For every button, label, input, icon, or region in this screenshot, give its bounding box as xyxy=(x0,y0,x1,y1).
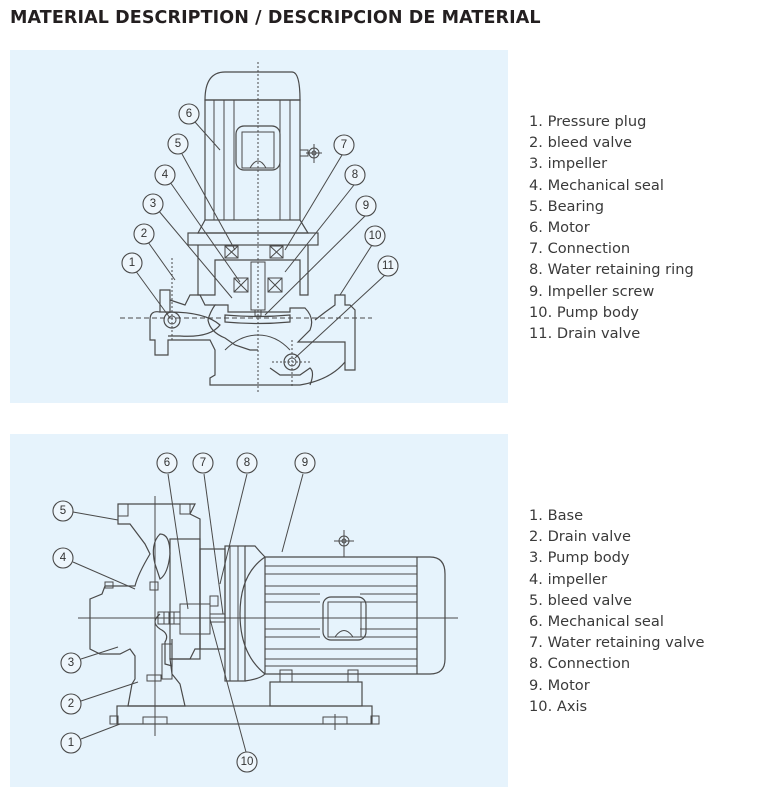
svg-text:2: 2 xyxy=(141,228,147,240)
callout-9: 9 xyxy=(294,452,316,474)
motor-icon xyxy=(196,71,322,234)
legend-item: 10. Axis xyxy=(529,697,588,715)
legend-item: 8. Connection xyxy=(529,655,631,673)
legend-item: 5. Bearing xyxy=(529,197,605,215)
svg-text:6: 6 xyxy=(186,108,192,120)
legend-item: 9. Motor xyxy=(529,676,590,694)
bearing-housing-icon xyxy=(187,232,319,317)
callout-9: 9 xyxy=(355,195,377,217)
svg-text:3: 3 xyxy=(150,198,156,210)
callout-10: 10 xyxy=(236,751,258,773)
svg-text:2: 2 xyxy=(68,698,74,710)
svg-text:1: 1 xyxy=(129,257,135,269)
legend-item: 6. Mechanical seal xyxy=(529,613,664,631)
svg-text:4: 4 xyxy=(60,552,67,564)
legend-item: 6. Motor xyxy=(529,219,590,237)
vertical-pump-drawing: 1 2 3 4 5 6 7 8 9 10 11 xyxy=(120,62,399,392)
legend-item: 9. Impeller screw xyxy=(529,282,655,300)
callout-2: 2 xyxy=(133,223,155,245)
callout-8: 8 xyxy=(344,164,366,186)
callout-1: 1 xyxy=(60,732,82,754)
legend-item: 5. bleed valve xyxy=(529,591,632,609)
svg-text:8: 8 xyxy=(352,169,358,181)
svg-text:9: 9 xyxy=(302,457,308,469)
callout-10: 10 xyxy=(364,225,386,247)
callout-leaders xyxy=(134,121,386,359)
callout-1: 1 xyxy=(121,252,143,274)
callout-4: 4 xyxy=(154,164,176,186)
svg-text:1: 1 xyxy=(68,737,74,749)
svg-text:10: 10 xyxy=(369,230,382,242)
svg-text:7: 7 xyxy=(341,139,347,151)
legend-item: 3. impeller xyxy=(529,155,608,173)
pump-casing-icon xyxy=(89,503,226,707)
callout-2: 2 xyxy=(60,693,82,715)
svg-text:11: 11 xyxy=(382,260,394,272)
base-icon xyxy=(109,669,380,730)
callout-5: 5 xyxy=(167,133,189,155)
svg-text:6: 6 xyxy=(164,457,170,469)
horizontal-pump-drawing: 1 2 3 4 5 6 7 8 9 10 xyxy=(52,452,458,773)
callout-6: 6 xyxy=(156,452,178,474)
svg-text:5: 5 xyxy=(60,505,66,517)
callout-11: 11 xyxy=(377,255,399,277)
callout-4: 4 xyxy=(52,547,74,569)
svg-text:5: 5 xyxy=(175,138,181,150)
pump-body-icon xyxy=(149,258,356,388)
legend-item: 11. Drain valve xyxy=(529,325,641,343)
legend-item: 2. Drain valve xyxy=(529,528,631,546)
legend-item: 4. impeller xyxy=(529,570,608,588)
callout-3: 3 xyxy=(142,193,164,215)
legend-item: 10. Pump body xyxy=(529,303,639,321)
vertical-pump-diagram-panel: 1 2 3 4 5 6 7 8 9 10 11 xyxy=(10,50,508,403)
legend-item: 7. Connection xyxy=(529,240,631,258)
horizontal-pump-diagram-panel: 1 2 3 4 5 6 7 8 9 10 xyxy=(10,434,508,787)
svg-text:9: 9 xyxy=(363,200,369,212)
svg-text:3: 3 xyxy=(68,657,74,669)
horizontal-pump-legend: 1. Base 2. Drain valve 3. Pump body 4. i… xyxy=(529,505,704,717)
legend-item: 1. Base xyxy=(529,507,584,524)
vertical-pump-legend: 1. Pressure plug 2. bleed valve 3. impel… xyxy=(529,111,694,344)
legend-item: 3. Pump body xyxy=(529,549,630,567)
callout-7: 7 xyxy=(192,452,214,474)
motor-icon xyxy=(224,530,446,682)
page-title: MATERIAL DESCRIPTION / DESCRIPCION DE MA… xyxy=(10,8,541,28)
callout-7: 7 xyxy=(333,134,355,156)
svg-text:4: 4 xyxy=(162,169,169,181)
callout-5: 5 xyxy=(52,500,74,522)
legend-item: 1. Pressure plug xyxy=(529,113,647,130)
legend-item: 8. Water retaining ring xyxy=(529,261,694,279)
svg-text:8: 8 xyxy=(244,457,250,469)
svg-text:7: 7 xyxy=(200,457,206,469)
legend-item: 4. Mechanical seal xyxy=(529,176,664,194)
callout-6: 6 xyxy=(178,103,200,125)
legend-item: 7. Water retaining valve xyxy=(529,634,705,652)
callout-3: 3 xyxy=(60,652,82,674)
legend-item: 2. bleed valve xyxy=(529,134,632,152)
callout-8: 8 xyxy=(236,452,258,474)
svg-text:10: 10 xyxy=(241,756,254,768)
callout-leaders xyxy=(72,473,304,753)
